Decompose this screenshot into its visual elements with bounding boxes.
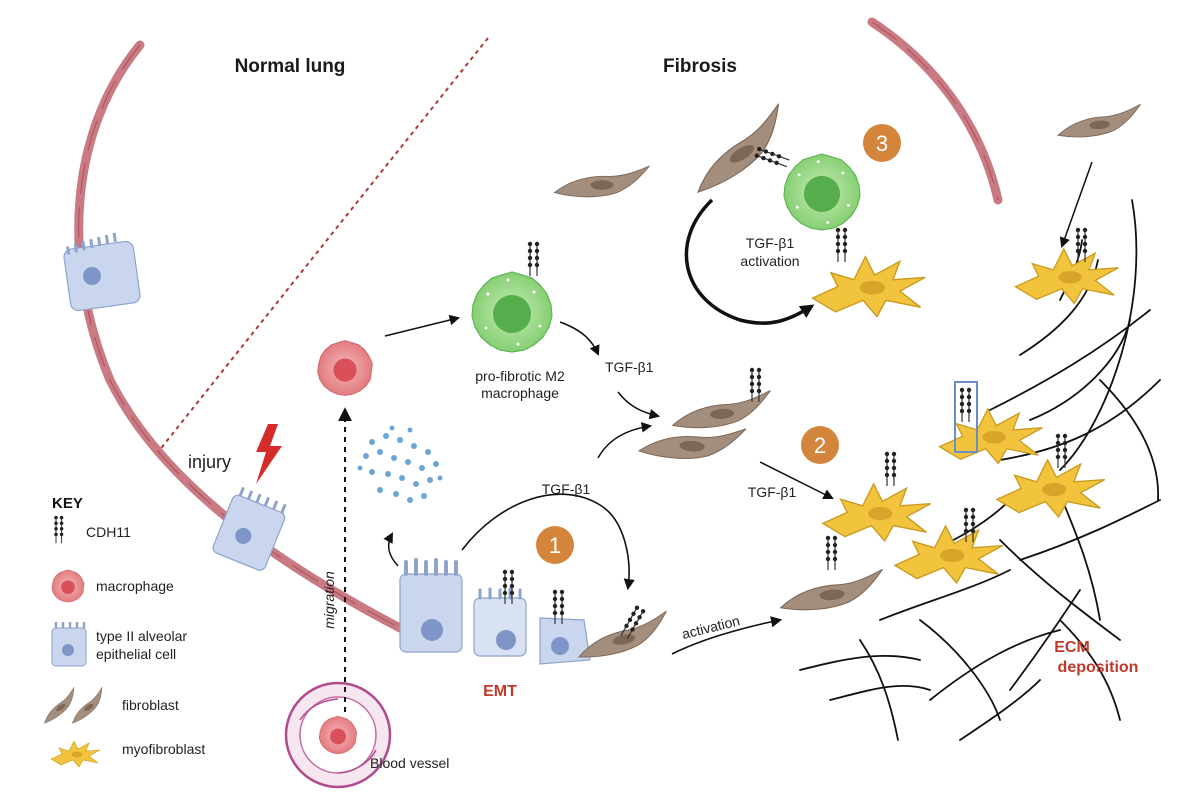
- svg-text:macrophage: macrophage: [96, 578, 174, 594]
- emt-label: EMT: [483, 683, 517, 700]
- type2-cell-injured: [212, 486, 287, 571]
- myofibroblast-top: [1014, 248, 1120, 305]
- svg-text:2: 2: [814, 433, 826, 458]
- fibroblast-mid-1: [670, 389, 774, 431]
- fibroblast-icon: [36, 686, 111, 726]
- lightning-icon: [256, 424, 282, 484]
- tgf-m2-label: TGF-β1: [605, 359, 654, 375]
- fibroblast-top-right: [1055, 103, 1144, 140]
- tgf-act-label-line2: activation: [740, 253, 799, 269]
- cdh11-icon: [53, 515, 64, 544]
- step-3-badge: [863, 124, 901, 162]
- blood-vessel: [284, 681, 392, 789]
- svg-text:type II alveolar: type II alveolar: [96, 628, 187, 644]
- legend-item-myofibroblast: myofibroblast: [50, 740, 205, 768]
- tgf-act-label-line1: TGF-β1: [746, 235, 795, 251]
- myofibroblast-step3: [811, 256, 926, 318]
- emt-cell-2: [473, 587, 527, 657]
- emt-cell-1: [399, 558, 463, 653]
- legend-item-macrophage: macrophage: [51, 569, 174, 603]
- ecm-label-line1: ECM: [1054, 639, 1090, 656]
- myofibroblast-icon: [50, 740, 101, 768]
- step-1-badge: [536, 526, 574, 564]
- svg-text:epithelial cell: epithelial cell: [96, 646, 176, 662]
- svg-text:1: 1: [549, 533, 561, 558]
- macrophage-icon: [51, 569, 85, 603]
- macrophage-cell: [317, 340, 373, 396]
- legend-item-fibroblast: fibroblast: [36, 686, 179, 726]
- header-fibrosis: Fibrosis: [663, 56, 737, 77]
- fibroblast-step3: [680, 103, 799, 198]
- m2-label-line1: pro-fibrotic M2: [475, 368, 565, 384]
- fibroblast-floating: [553, 165, 650, 198]
- activated-fibroblast: [777, 568, 887, 613]
- highlight-box: [954, 381, 978, 453]
- tgf-mid-label: TGF-β1: [748, 484, 797, 500]
- svg-text:CDH11: CDH11: [86, 524, 131, 540]
- svg-text:fibroblast: fibroblast: [122, 697, 179, 713]
- type2-cell-icon: [51, 622, 87, 667]
- myofibroblast-center: [822, 483, 932, 542]
- step-2-badge: [801, 426, 839, 464]
- tgf-left-label: TGF-β1: [542, 481, 591, 497]
- svg-text:myofibroblast: myofibroblast: [122, 741, 205, 757]
- svg-text:3: 3: [876, 131, 888, 156]
- legend: KEY CDH11 macrophage type II alveolar ep…: [36, 495, 205, 768]
- normal-fibrosis-divider: [157, 37, 489, 453]
- emt-fibroblast: [572, 610, 674, 662]
- migration-label: migration: [321, 571, 337, 629]
- header-normal-lung: Normal lung: [235, 56, 346, 77]
- m2-label-line2: macrophage: [481, 385, 559, 401]
- myofibroblast-lower: [894, 525, 1004, 584]
- alveolar-wall-right: [867, 17, 1003, 205]
- legend-item-type2-cell: type II alveolar epithelial cell: [51, 622, 187, 667]
- m2-macrophage: [471, 271, 553, 353]
- type2-cell-top: [63, 232, 141, 312]
- legend-item-cdh11: CDH11: [53, 515, 131, 544]
- cytokine-cloud: [357, 425, 443, 503]
- emt-cell-3: [539, 617, 591, 665]
- ecm-label-line2: deposition: [1058, 659, 1139, 676]
- myofibroblast-right: [996, 459, 1106, 518]
- legend-title: KEY: [52, 495, 83, 512]
- blood-vessel-label: Blood vessel: [370, 755, 449, 771]
- injury-label: injury: [188, 452, 231, 472]
- m2-macrophage-step3: [783, 153, 861, 231]
